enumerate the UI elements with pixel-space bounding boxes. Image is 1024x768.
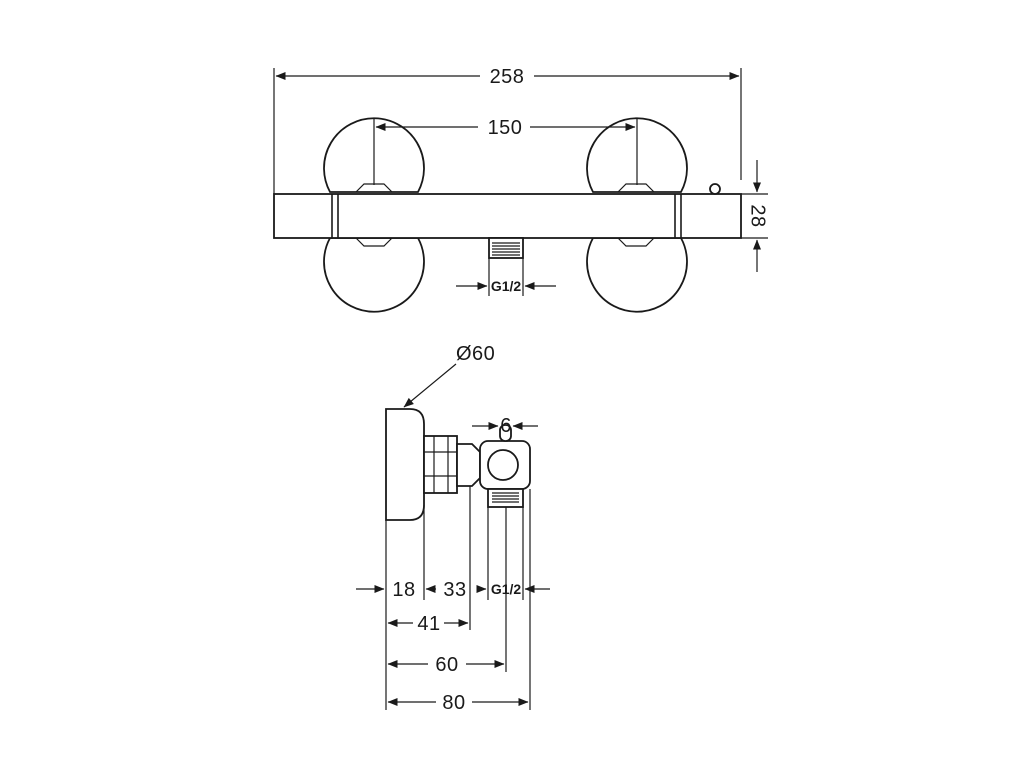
inlet-spacing-label: 150 (488, 117, 523, 139)
dim-depth-41: 41 (387, 613, 469, 635)
dim-body-height: 28 (741, 160, 769, 272)
dim-inlet-spacing: 150 (373, 117, 638, 185)
front-view: 258 150 28 G1/2 (273, 66, 769, 313)
side-knob (499, 424, 512, 442)
front-thread-label: G1/2 (491, 278, 522, 294)
depth-60-label: 60 (435, 654, 458, 676)
outlet-thread (488, 237, 524, 259)
right-rosette (586, 117, 688, 313)
overall-width-label: 258 (490, 66, 525, 88)
side-view: Ø60 6 18 33 G1/2 (356, 343, 550, 714)
connector-depth-label: 33 (443, 579, 466, 601)
temperature-button (709, 183, 721, 195)
side-outlet-thread (487, 488, 524, 508)
dim-row-depths: 18 33 G1/2 (356, 579, 550, 601)
connector (456, 443, 481, 487)
dim-depth-60: 60 (387, 654, 505, 676)
rosette-depth-label: 18 (392, 579, 415, 601)
dim-knob-width: 6 (472, 415, 538, 437)
hex-nut (423, 435, 458, 494)
side-extension-lines (385, 486, 531, 710)
mixer-body (273, 183, 742, 239)
side-rosette (385, 408, 425, 521)
side-thread-label: G1/2 (491, 581, 522, 597)
knob-width-label: 6 (500, 415, 512, 437)
dim-overall-width: 258 (273, 66, 742, 194)
dim-front-thread: G1/2 (456, 258, 556, 296)
rosette-diameter-label: Ø60 (456, 343, 495, 365)
body-height-label: 28 (747, 204, 769, 227)
overall-depth-label: 80 (442, 692, 465, 714)
dim-rosette-diameter: Ø60 (403, 343, 495, 408)
depth-41-label: 41 (417, 613, 440, 635)
dim-overall-depth: 80 (387, 692, 529, 714)
